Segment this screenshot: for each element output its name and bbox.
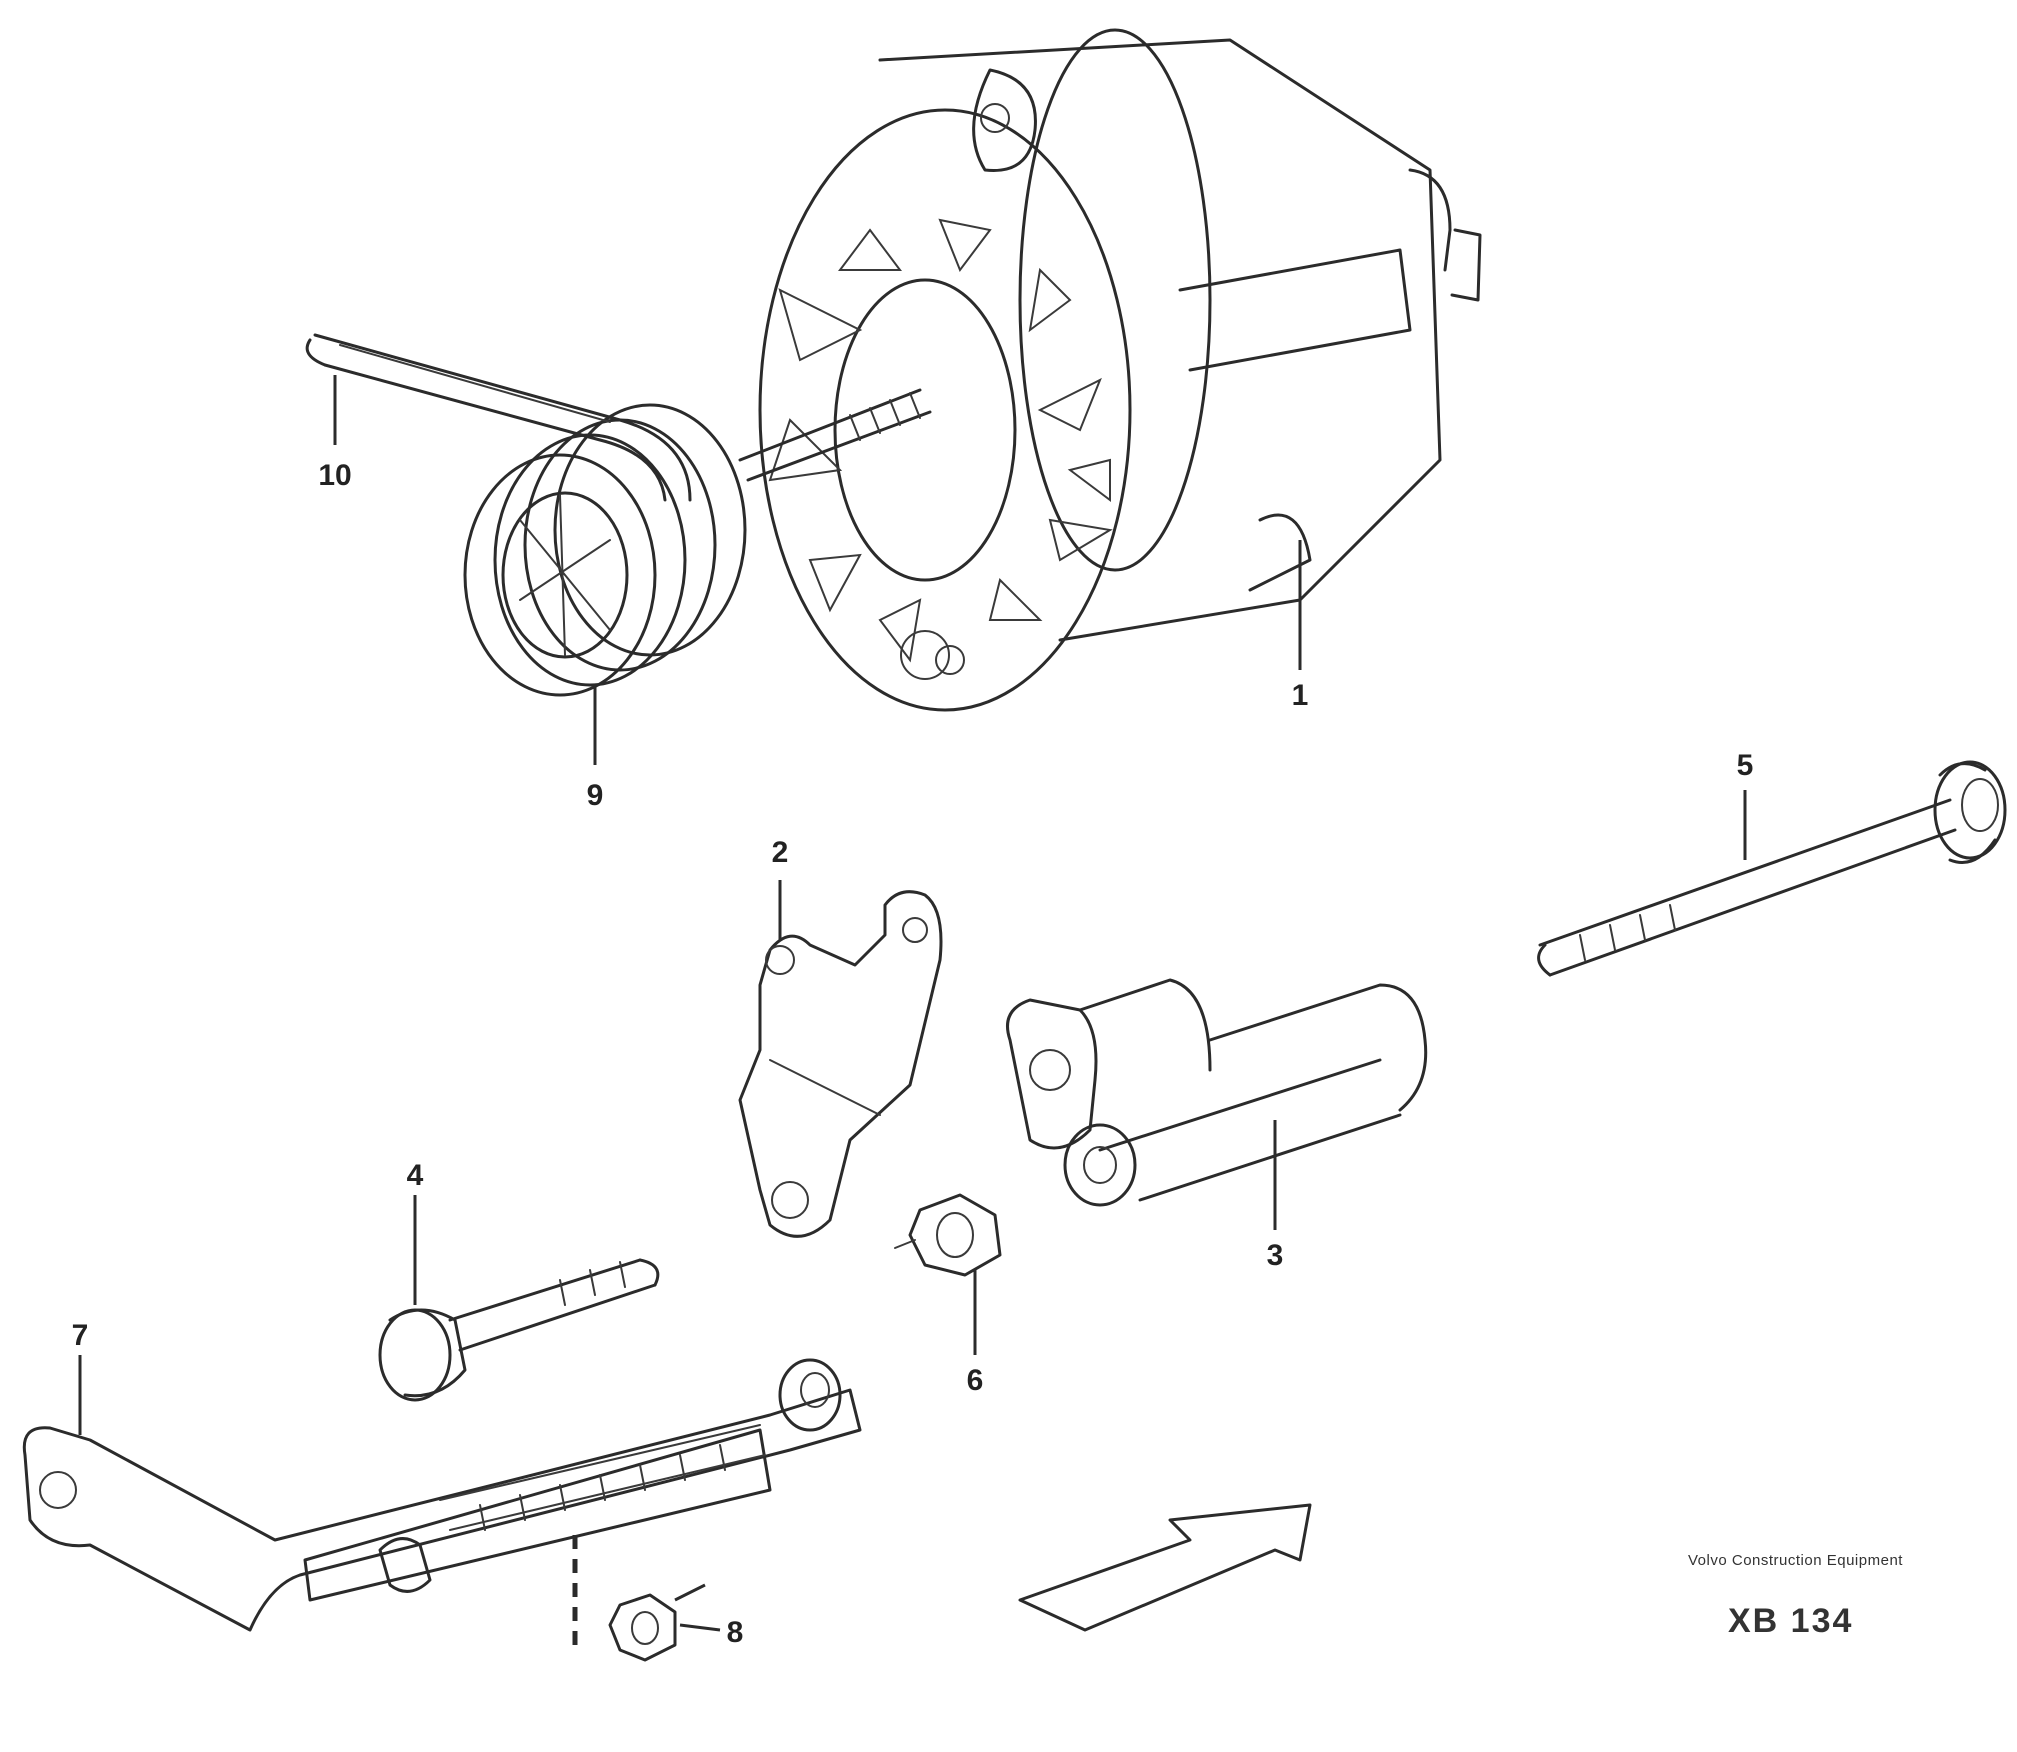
alternator	[738, 28, 1482, 712]
belt-tensioner	[1006, 978, 1428, 1207]
callout-9: 9	[587, 779, 604, 812]
callout-5: 5	[1737, 749, 1754, 782]
mounting-bracket	[738, 890, 943, 1238]
short-bolt	[378, 1258, 660, 1402]
callout-2: 2	[772, 836, 789, 869]
nut-6	[908, 1193, 1002, 1277]
callout-7: 7	[72, 1319, 89, 1352]
adjusting-link	[22, 1358, 862, 1632]
figure-id: XB 134	[1728, 1602, 1854, 1640]
callout-10: 10	[318, 459, 351, 492]
direction-arrow	[1018, 1503, 1312, 1632]
callout-3: 3	[1267, 1239, 1284, 1272]
v-belt	[305, 333, 692, 502]
callout-4: 4	[407, 1159, 424, 1192]
long-bolt	[1537, 760, 2007, 977]
callout-6: 6	[967, 1364, 984, 1397]
pulley	[463, 403, 747, 697]
company-caption: Volvo Construction Equipment	[1688, 1552, 1903, 1569]
callout-8: 8	[727, 1616, 744, 1649]
callout-1: 1	[1292, 679, 1309, 712]
nut-8	[608, 1593, 677, 1662]
leader-lines	[78, 375, 1747, 1650]
